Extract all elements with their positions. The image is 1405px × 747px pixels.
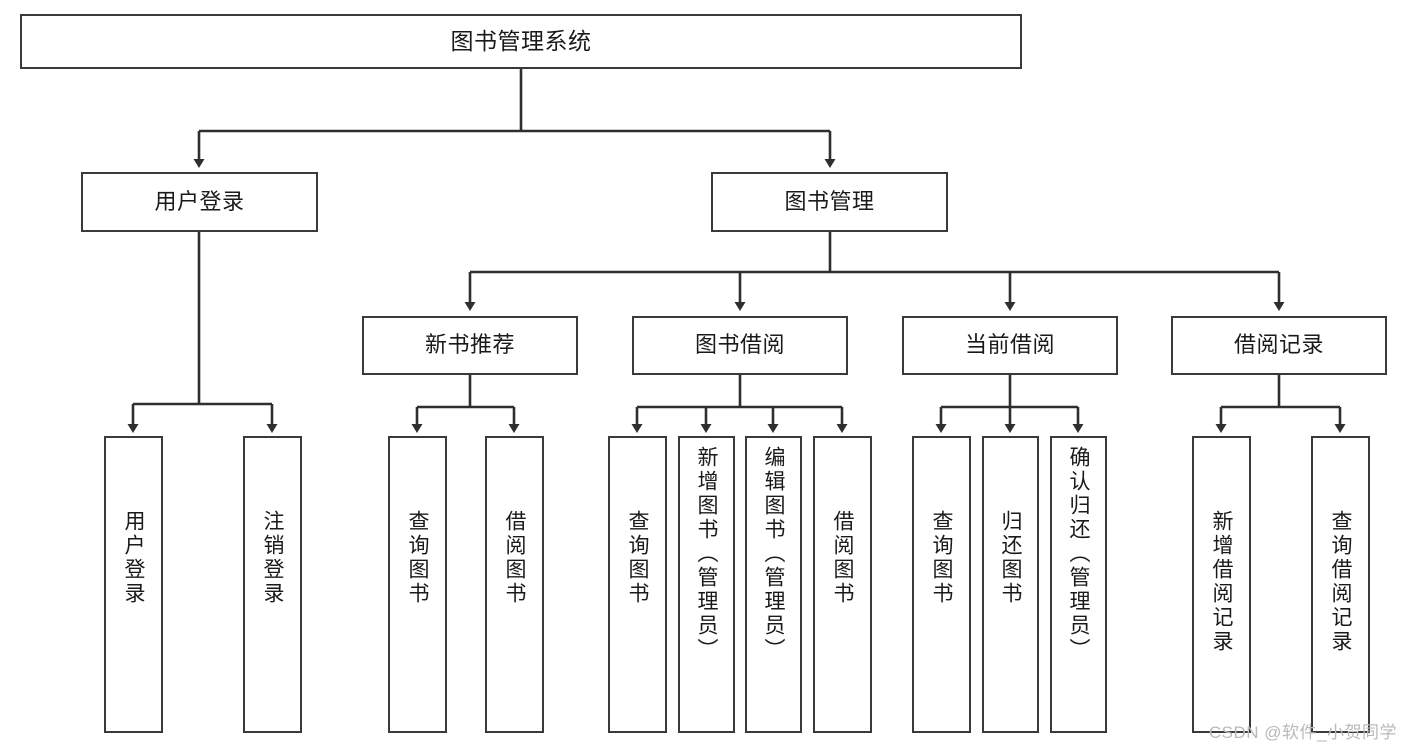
node-label: 查询图书 — [930, 510, 953, 606]
node-label: 查询借阅记录 — [1329, 510, 1352, 654]
node-label: 图书管理系统 — [450, 27, 592, 54]
node-label: 借阅记录 — [1233, 332, 1324, 358]
leaf-borrow-edit-book-admin[interactable]: 编辑图书（管理员） — [745, 436, 802, 733]
watermark-text: CSDN @软件_小贺同学 — [1208, 723, 1397, 742]
node-label: 新增图书（管理员） — [695, 446, 718, 662]
leaf-user-login-login[interactable]: 用户登录 — [104, 436, 163, 733]
node-user-login[interactable]: 用户登录 — [81, 172, 318, 232]
leaf-borrow-query-book[interactable]: 查询图书 — [608, 436, 667, 733]
node-label: 用户登录 — [122, 510, 145, 606]
node-root-system[interactable]: 图书管理系统 — [20, 14, 1022, 69]
leaf-current-query-book[interactable]: 查询图书 — [912, 436, 971, 733]
leaf-record-add-record[interactable]: 新增借阅记录 — [1192, 436, 1251, 733]
node-new-book-recommend[interactable]: 新书推荐 — [362, 316, 578, 375]
leaf-current-confirm-return-admin[interactable]: 确认归还（管理员） — [1050, 436, 1107, 733]
node-label: 注销登录 — [261, 510, 284, 606]
leaf-record-query-record[interactable]: 查询借阅记录 — [1311, 436, 1370, 733]
node-book-borrow[interactable]: 图书借阅 — [632, 316, 848, 375]
node-book-management[interactable]: 图书管理 — [711, 172, 948, 232]
leaf-recommend-borrow-book[interactable]: 借阅图书 — [485, 436, 544, 733]
node-label: 图书管理 — [784, 188, 875, 214]
node-label: 新书推荐 — [424, 332, 515, 358]
node-label: 新增借阅记录 — [1210, 510, 1233, 654]
node-label: 图书借阅 — [694, 332, 785, 358]
leaf-recommend-query-book[interactable]: 查询图书 — [388, 436, 447, 733]
leaf-borrow-add-book-admin[interactable]: 新增图书（管理员） — [678, 436, 735, 733]
node-label: 用户登录 — [154, 188, 245, 214]
node-label: 当前借阅 — [964, 332, 1055, 358]
node-borrow-record[interactable]: 借阅记录 — [1171, 316, 1387, 375]
node-label: 借阅图书 — [831, 510, 854, 606]
leaf-current-return-book[interactable]: 归还图书 — [982, 436, 1039, 733]
node-label: 归还图书 — [999, 510, 1022, 606]
node-label: 编辑图书（管理员） — [762, 446, 785, 662]
node-current-borrow[interactable]: 当前借阅 — [902, 316, 1118, 375]
node-label: 借阅图书 — [503, 510, 526, 606]
leaf-user-login-logout[interactable]: 注销登录 — [243, 436, 302, 733]
node-label: 查询图书 — [626, 510, 649, 606]
node-label: 确认归还（管理员） — [1067, 446, 1090, 662]
leaf-borrow-borrow-book[interactable]: 借阅图书 — [813, 436, 872, 733]
node-label: 查询图书 — [406, 510, 429, 606]
